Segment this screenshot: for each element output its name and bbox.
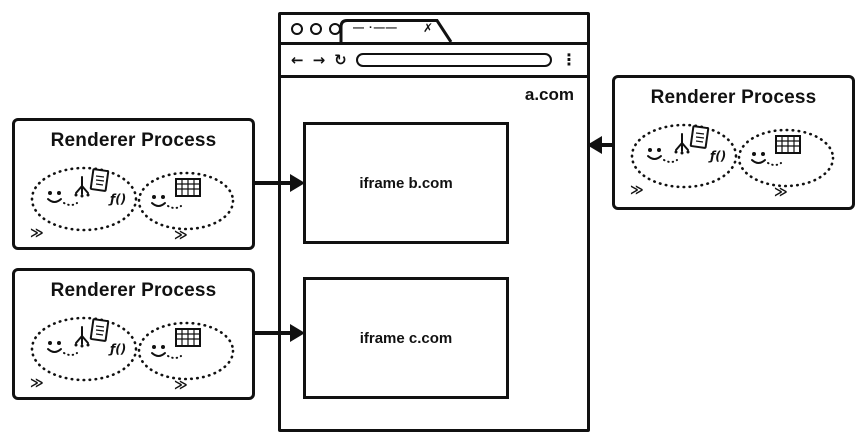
process-blob-outline xyxy=(30,316,137,382)
smiley-face-icon xyxy=(150,345,166,357)
tab-outline xyxy=(339,19,453,42)
dotted-trail xyxy=(62,352,78,356)
dotted-trail xyxy=(766,162,782,166)
reload-icon: ↻ xyxy=(334,50,347,69)
arrow-head xyxy=(290,324,305,342)
smiley-face-icon xyxy=(750,152,766,164)
iframe-c-label: iframe c.com xyxy=(359,329,453,347)
browser-window: — ·—— ✗ ← → ↻ ⋮ a.com iframe b.com ifram… xyxy=(278,12,590,432)
arrow-to-iframe-b xyxy=(255,173,305,193)
chevrons-label: ≫ xyxy=(630,183,644,198)
fn-label: ƒ() xyxy=(108,342,126,356)
arrow-line xyxy=(255,181,290,185)
arrow-head xyxy=(290,174,305,192)
overflow-menu-icon: ⋮ xyxy=(561,50,577,69)
frame-icon xyxy=(174,328,201,347)
dotted-trail xyxy=(166,355,182,359)
process-blob-outline xyxy=(137,321,234,381)
renderer-illustration-slot: ƒ() ≫ ≫ xyxy=(615,110,852,200)
arrow-head xyxy=(587,136,602,154)
process-blob-outline xyxy=(137,171,234,231)
process-blob-outline xyxy=(630,123,737,189)
smiley-face-icon xyxy=(46,191,62,203)
smiley-face-icon xyxy=(46,341,62,353)
chevrons-label: ≫ xyxy=(174,378,188,393)
nav-bar: ← → ↻ ⋮ xyxy=(281,45,587,78)
document-icon xyxy=(89,168,109,192)
renderer-process-box: Renderer Process ƒ() ≫ xyxy=(612,75,855,210)
renderer-illustration-slot: ƒ() ≫ ≫ xyxy=(15,303,252,393)
arrow-to-browser xyxy=(587,135,614,155)
chevrons-label: ≫ xyxy=(174,228,188,243)
arrow-to-iframe-c xyxy=(255,323,305,343)
window-control-icon xyxy=(310,22,322,35)
forward-icon: → xyxy=(312,50,326,69)
fn-label: ƒ() xyxy=(708,149,726,163)
renderer-process-title: Renderer Process xyxy=(50,280,217,301)
process-blob-outline xyxy=(30,166,137,232)
page-domain-label: a.com xyxy=(524,85,574,104)
dotted-trail xyxy=(62,202,78,206)
dotted-trail xyxy=(662,159,678,163)
smiley-face-icon xyxy=(646,148,662,160)
renderer-illustration: ƒ() ≫ ≫ xyxy=(630,123,834,200)
arrow-line xyxy=(255,331,290,335)
document-icon xyxy=(689,125,709,149)
renderer-illustration: ƒ() ≫ ≫ xyxy=(30,316,234,393)
window-control-icon xyxy=(291,22,303,35)
chevrons-label: ≫ xyxy=(774,185,788,200)
url-bar xyxy=(355,53,552,67)
browser-tab: — ·—— ✗ xyxy=(339,18,461,42)
renderer-illustration: ƒ() ≫ ≫ xyxy=(30,166,234,243)
process-blob-outline xyxy=(737,128,834,188)
frame-icon xyxy=(174,178,201,197)
renderer-process-box: Renderer Process ƒ() ≫ xyxy=(12,118,255,250)
page-content: a.com iframe b.com iframe c.com xyxy=(281,78,587,429)
iframe-b-box: iframe b.com xyxy=(303,122,509,244)
dom-tree-icon xyxy=(74,326,89,348)
tab-close-icon: ✗ xyxy=(423,21,434,35)
iframe-c-box: iframe c.com xyxy=(303,277,509,399)
dom-tree-icon xyxy=(74,176,89,198)
renderer-process-title: Renderer Process xyxy=(50,130,217,151)
arrow-line xyxy=(602,143,614,147)
fn-label: ƒ() xyxy=(108,192,126,206)
chevrons-label: ≫ xyxy=(30,376,44,391)
smiley-face-icon xyxy=(150,195,166,207)
document-icon xyxy=(89,318,109,342)
renderer-process-title: Renderer Process xyxy=(650,87,817,108)
tab-bar: — ·—— ✗ xyxy=(281,15,587,45)
renderer-process-box: Renderer Process ƒ() ≫ xyxy=(12,268,255,400)
iframe-b-label: iframe b.com xyxy=(359,174,453,192)
tab-title-marks: — ·—— xyxy=(353,22,398,34)
renderer-illustration-slot: ƒ() ≫ ≫ xyxy=(15,153,252,243)
dotted-trail xyxy=(166,205,182,209)
chevrons-label: ≫ xyxy=(30,226,44,241)
back-icon: ← xyxy=(291,50,304,69)
frame-icon xyxy=(774,135,801,154)
dom-tree-icon xyxy=(674,133,689,155)
